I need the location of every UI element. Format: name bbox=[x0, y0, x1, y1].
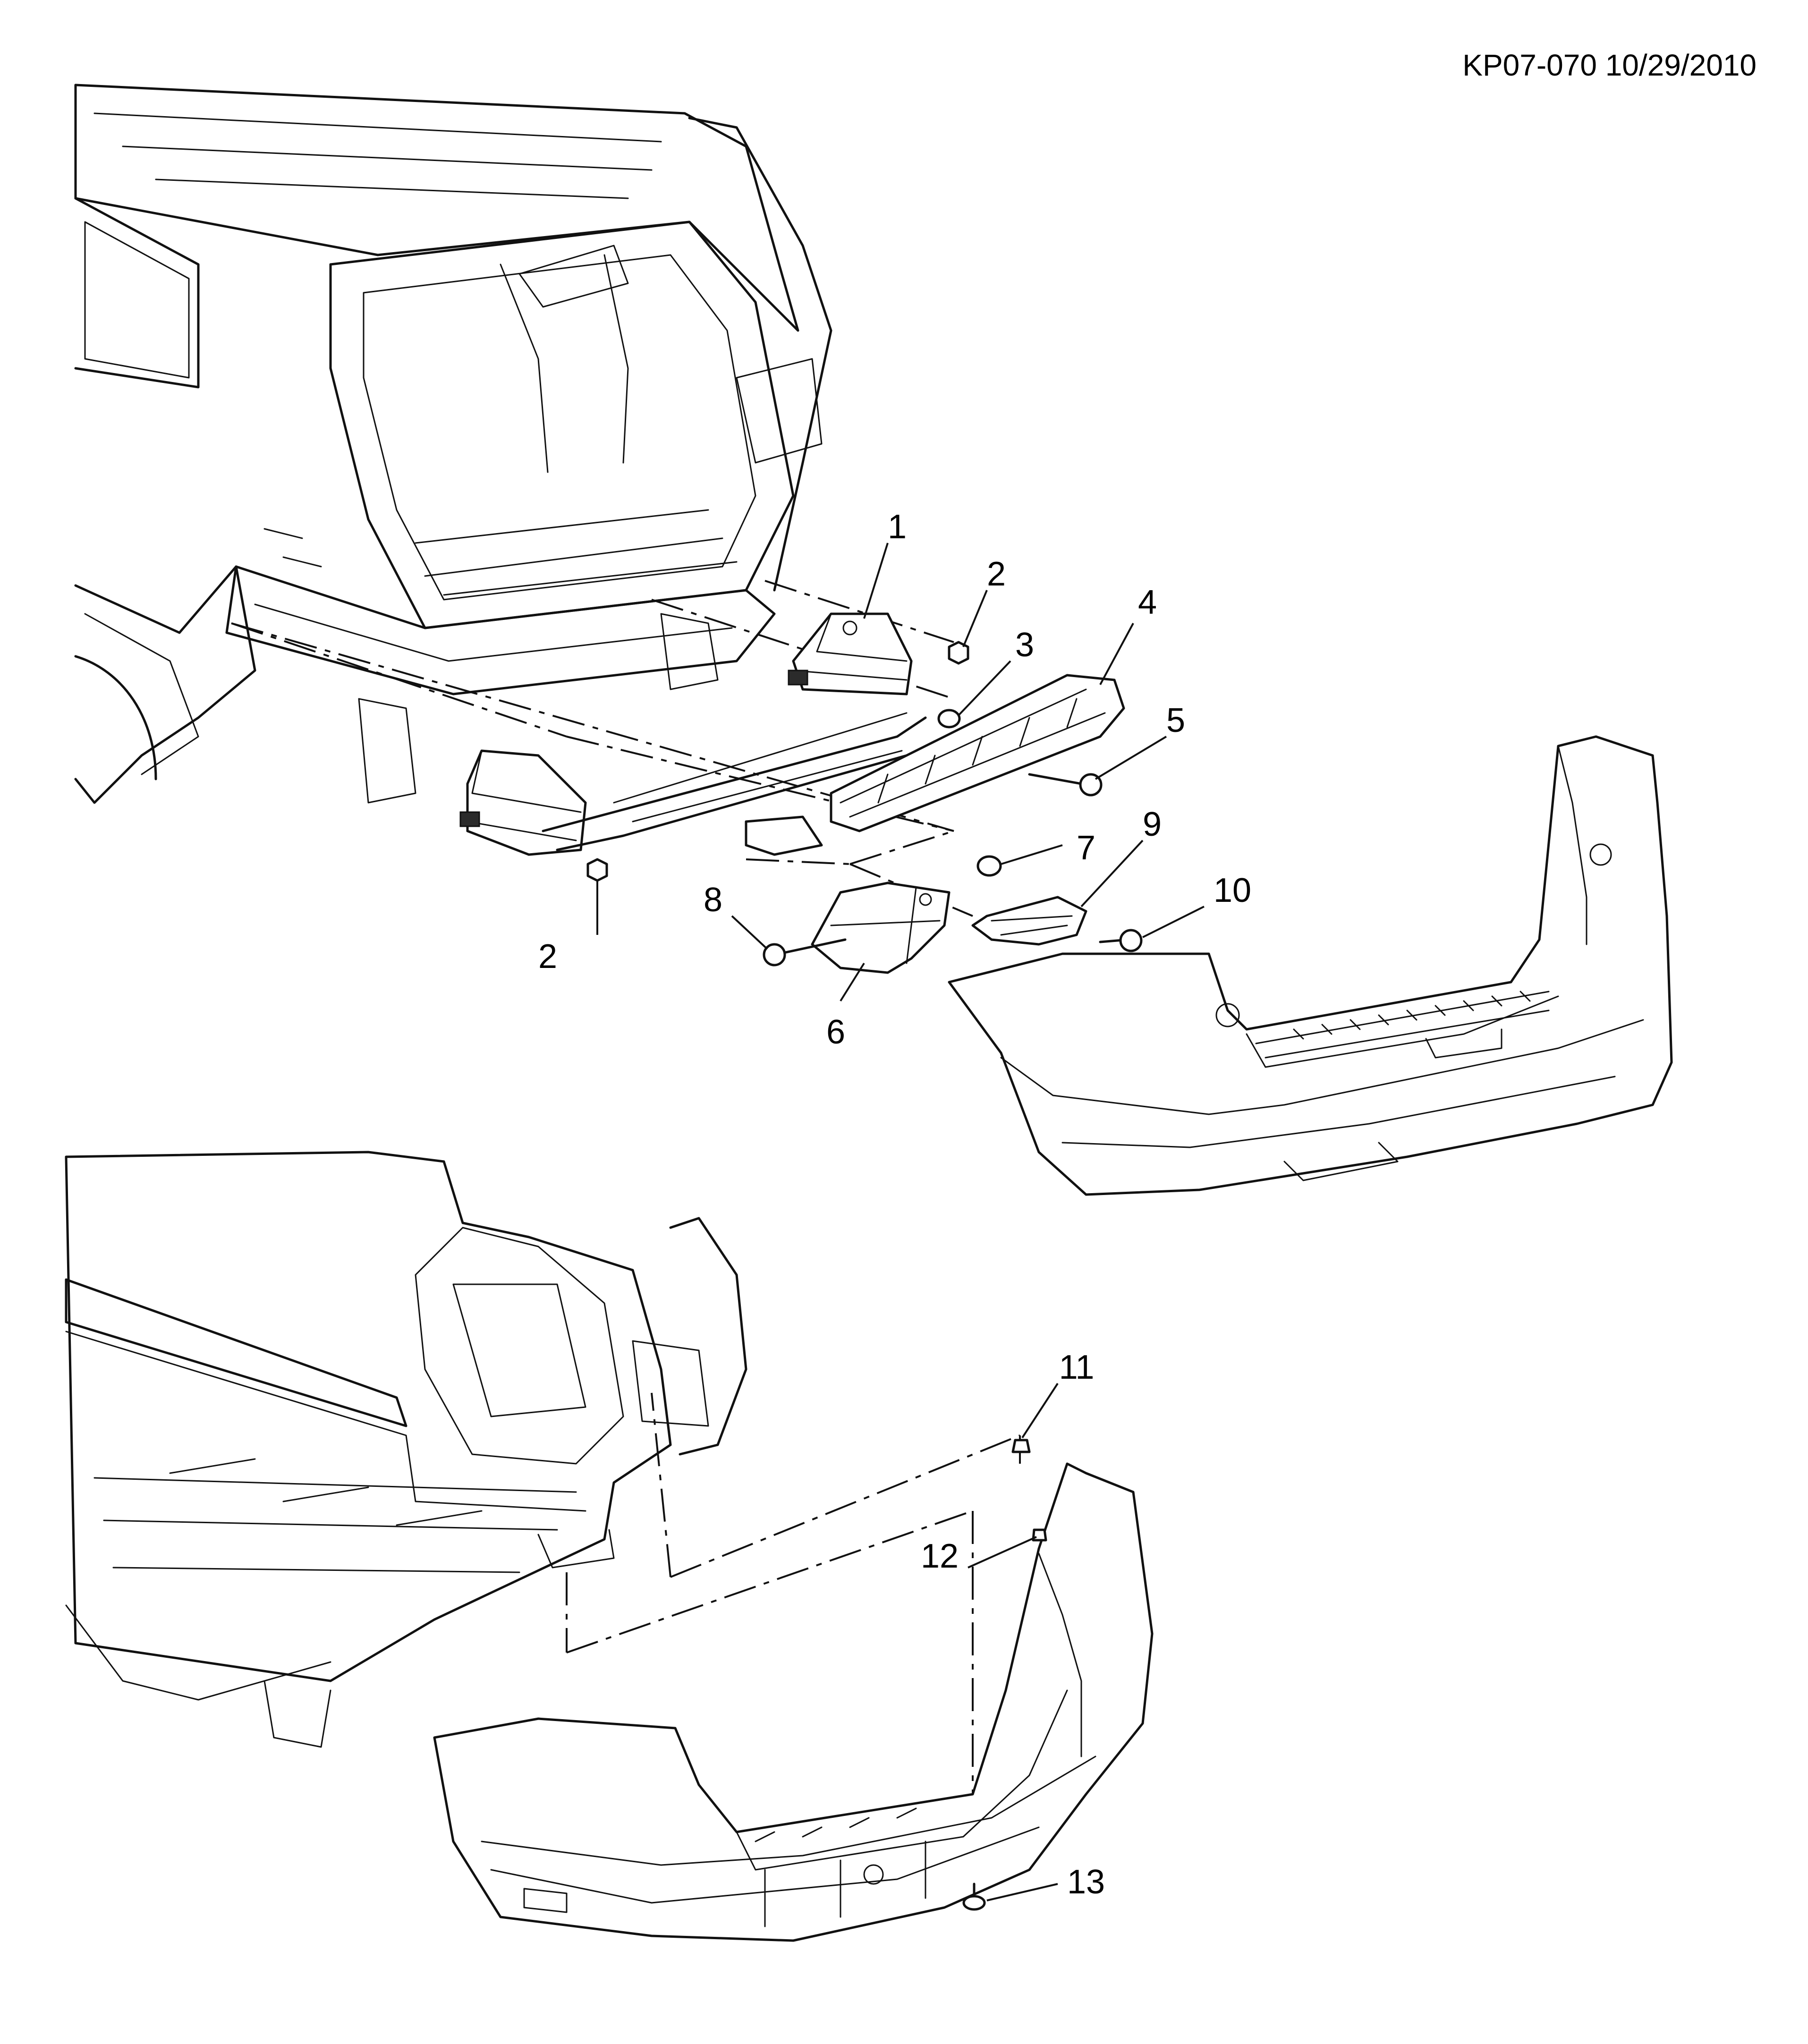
nut-2-upper bbox=[948, 641, 969, 665]
part-6-bracket bbox=[811, 882, 951, 974]
vehicle-rear-body-upper bbox=[74, 84, 832, 804]
callout-7: 7 bbox=[1077, 829, 1095, 867]
fasteners-lower bbox=[962, 1439, 1047, 1911]
callout-12: 12 bbox=[921, 1537, 959, 1575]
callout-5: 5 bbox=[1166, 702, 1185, 739]
part-1-right-bracket bbox=[788, 612, 913, 695]
washer-3 bbox=[937, 709, 961, 729]
vehicle-rear-body-lower bbox=[65, 1151, 747, 1748]
left-bracket bbox=[459, 749, 587, 856]
fasteners bbox=[586, 641, 1143, 967]
part-4-energy-absorber bbox=[745, 674, 1125, 856]
nut-2-lower bbox=[586, 858, 608, 882]
retainer-12 bbox=[1032, 1528, 1047, 1542]
drawing-code: KP07-070 10/29/2010 bbox=[1462, 48, 1757, 82]
push-pin-13 bbox=[962, 1883, 986, 1911]
callout-10: 10 bbox=[1214, 872, 1251, 909]
washer-7 bbox=[976, 855, 1002, 877]
bolt-10 bbox=[1099, 929, 1143, 952]
callout-labels: 1 2 3 4 5 2 7 8 9 10 6 11 12 13 bbox=[538, 508, 1251, 1901]
callout-3: 3 bbox=[1015, 626, 1034, 664]
callout-9: 9 bbox=[1143, 806, 1162, 843]
callout-6: 6 bbox=[826, 1013, 845, 1051]
part-9-bracket bbox=[971, 896, 1087, 946]
bolt-8 bbox=[763, 938, 847, 967]
clip-11 bbox=[1011, 1439, 1031, 1453]
callout-13: 13 bbox=[1067, 1863, 1105, 1901]
callout-8: 8 bbox=[704, 881, 722, 919]
callout-11: 11 bbox=[1059, 1349, 1095, 1386]
callout-1: 1 bbox=[888, 508, 907, 546]
rear-bumper-fascia-lower bbox=[433, 1462, 1154, 1942]
callout-4: 4 bbox=[1138, 584, 1157, 621]
callout-2-lower: 2 bbox=[538, 938, 557, 975]
leader-lines bbox=[596, 543, 1205, 1901]
callout-2-upper: 2 bbox=[987, 555, 1006, 593]
bolt-5 bbox=[1028, 773, 1103, 797]
rear-bumper-fascia-upper bbox=[948, 735, 1673, 1196]
